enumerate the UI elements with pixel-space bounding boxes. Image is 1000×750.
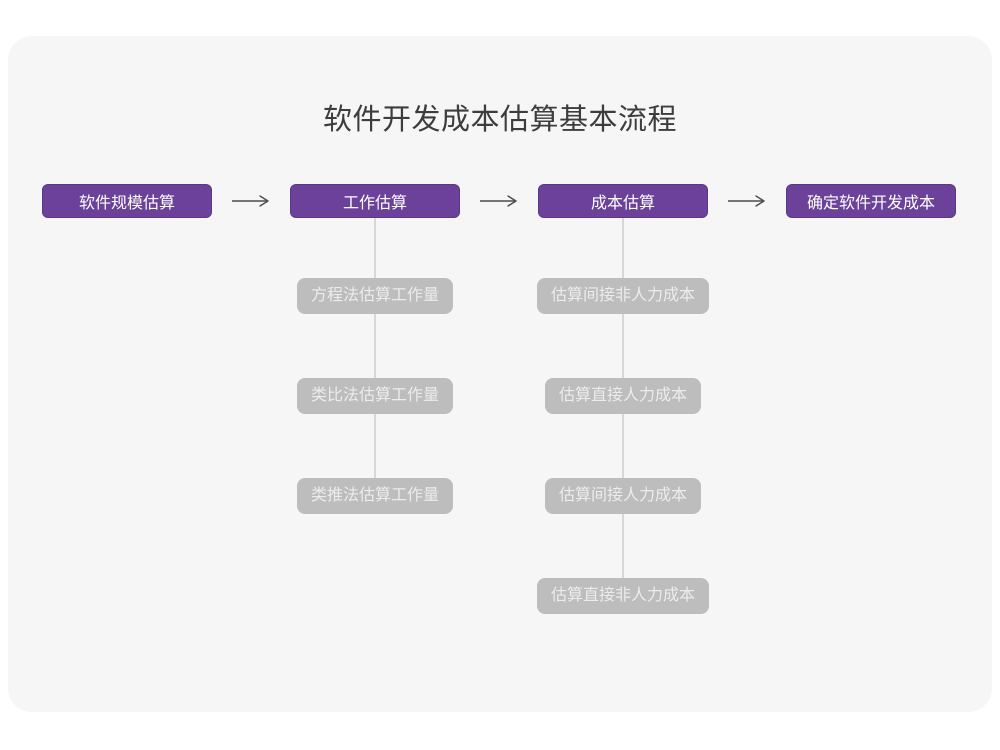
flow-node-work-estimation: 工作估算 (290, 184, 460, 218)
connector-line-work-column (374, 218, 376, 490)
cost-component-node-direct-nonlabor: 估算直接非人力成本 (536, 578, 710, 614)
diagram-title: 软件开发成本估算基本流程 (322, 104, 677, 136)
work-method-node-equation: 方程法估算工作量 (296, 278, 454, 314)
cost-component-node-indirect-nonlabor: 估算间接非人力成本 (536, 278, 710, 314)
work-method-node-extrapolation: 类推法估算工作量 (296, 478, 454, 514)
flow-node-determine-development-cost: 确定软件开发成本 (786, 184, 956, 218)
right-arrow-icon (480, 195, 517, 207)
diagram-card (8, 36, 992, 712)
work-method-node-analogy: 类比法估算工作量 (296, 378, 454, 414)
flow-node-cost-estimation: 成本估算 (538, 184, 708, 218)
flow-node-software-scale-estimation: 软件规模估算 (42, 184, 212, 218)
right-arrow-icon (728, 195, 765, 207)
cost-component-node-direct-labor: 估算直接人力成本 (544, 378, 702, 414)
cost-component-node-indirect-labor: 估算间接人力成本 (544, 478, 702, 514)
right-arrow-icon (232, 195, 269, 207)
